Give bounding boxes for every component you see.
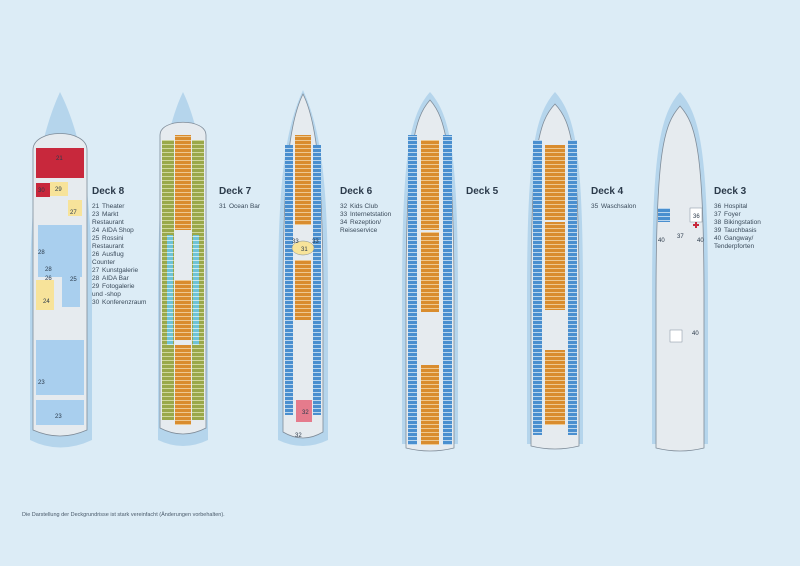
deck3-label-40: 40 bbox=[692, 331, 699, 337]
deck8-label-25: 25 bbox=[70, 277, 77, 283]
deck8-label-26: 26 bbox=[45, 276, 52, 282]
legend-number: 26 bbox=[92, 251, 100, 258]
deck3-label-40: 40 bbox=[697, 238, 704, 244]
deck6-label-31: 31 bbox=[301, 247, 308, 253]
footnote: Die Darstellung der Deckgrundrisse ist s… bbox=[22, 512, 225, 518]
legend-number: 27 bbox=[92, 267, 100, 274]
deck8-label-28: 28 bbox=[45, 267, 52, 273]
legend-text: Theater bbox=[102, 203, 125, 210]
deck-6-title: Deck 6 bbox=[340, 186, 373, 197]
legend-number: 30 bbox=[92, 299, 100, 306]
deck3-label-36: 36 bbox=[693, 214, 700, 220]
deck8-label-23: 23 bbox=[38, 380, 45, 386]
legend-text: Bikingstation bbox=[724, 219, 761, 226]
deck6-label-32: 32 bbox=[295, 433, 302, 439]
legend-number: 34 bbox=[340, 219, 348, 226]
deck-4-plan bbox=[527, 92, 583, 450]
legend-number: 31 bbox=[219, 203, 227, 210]
legend-number: 25 bbox=[92, 235, 100, 242]
deck8-label-29: 29 bbox=[55, 187, 62, 193]
legend-text: Fotogalerie und -shop bbox=[92, 283, 135, 298]
deck3-label-37: 37 bbox=[677, 234, 684, 240]
legend-text: Waschsalon bbox=[601, 203, 637, 210]
legend-text: AIDA Bar bbox=[102, 275, 129, 282]
deck-6-plan: 33 31 33 32 32 bbox=[278, 90, 328, 446]
deck8-label-28: 28 bbox=[38, 250, 45, 256]
legend-number: 32 bbox=[340, 203, 348, 210]
legend-text: Ausflug Counter bbox=[92, 251, 124, 266]
deck-7-plan bbox=[158, 92, 208, 446]
legend-text: Rossini Restaurant bbox=[92, 235, 124, 250]
legend-number: 37 bbox=[714, 211, 722, 218]
deck6-label-32: 32 bbox=[302, 410, 309, 416]
legend-number: 38 bbox=[714, 219, 722, 226]
legend-text: Ocean Bar bbox=[229, 203, 261, 210]
deck8-label-21: 21 bbox=[56, 156, 63, 162]
legend-number: 24 bbox=[92, 227, 100, 234]
legend-number: 29 bbox=[92, 283, 100, 290]
legend-text: Konferenzraum bbox=[102, 299, 147, 306]
deck-7-title: Deck 7 bbox=[219, 186, 252, 197]
legend-number: 39 bbox=[714, 227, 722, 234]
deck-8-title: Deck 8 bbox=[92, 186, 125, 197]
deck6-label-33: 33 bbox=[292, 239, 299, 245]
deck8-label-24: 24 bbox=[43, 299, 50, 305]
deck6-label-33: 33 bbox=[312, 239, 319, 245]
legend-number: 28 bbox=[92, 275, 100, 282]
legend-text: Tauchbasis bbox=[724, 227, 757, 234]
legend-number: 36 bbox=[714, 203, 722, 210]
legend-number: 33 bbox=[340, 211, 348, 218]
legend-text: Markt Restaurant bbox=[92, 211, 124, 226]
legend-text: Gangway/ Tenderpforten bbox=[714, 235, 755, 250]
legend-number: 40 bbox=[714, 235, 722, 242]
deck-8-plan: 21 30 29 27 28 28 25 26 24 23 23 bbox=[30, 92, 92, 448]
legend-number: 35 bbox=[591, 203, 599, 210]
deck-5-plan bbox=[402, 92, 458, 452]
deck-3-plan: 36 40 37 40 40 bbox=[652, 92, 708, 452]
legend-text: Internetstation bbox=[350, 211, 392, 218]
legend-text: Rezeption/ Reiseservice bbox=[340, 219, 382, 234]
deck-5-title: Deck 5 bbox=[466, 186, 499, 197]
legend-text: AIDA Shop bbox=[102, 227, 134, 234]
deck3-label-40: 40 bbox=[658, 238, 665, 244]
legend-number: 21 bbox=[92, 203, 100, 210]
legend-text: Foyer bbox=[724, 211, 741, 218]
legend-text: Kids Club bbox=[350, 203, 378, 210]
deck8-label-27: 27 bbox=[70, 210, 77, 216]
legend-text: Kunstgalerie bbox=[102, 267, 139, 274]
deck8-label-30: 30 bbox=[38, 188, 45, 194]
legend-number: 23 bbox=[92, 211, 100, 218]
deck-3-title: Deck 3 bbox=[714, 186, 747, 197]
legend-text: Hospital bbox=[724, 203, 748, 210]
deck-4-title: Deck 4 bbox=[591, 186, 624, 197]
deck8-label-23: 23 bbox=[55, 414, 62, 420]
